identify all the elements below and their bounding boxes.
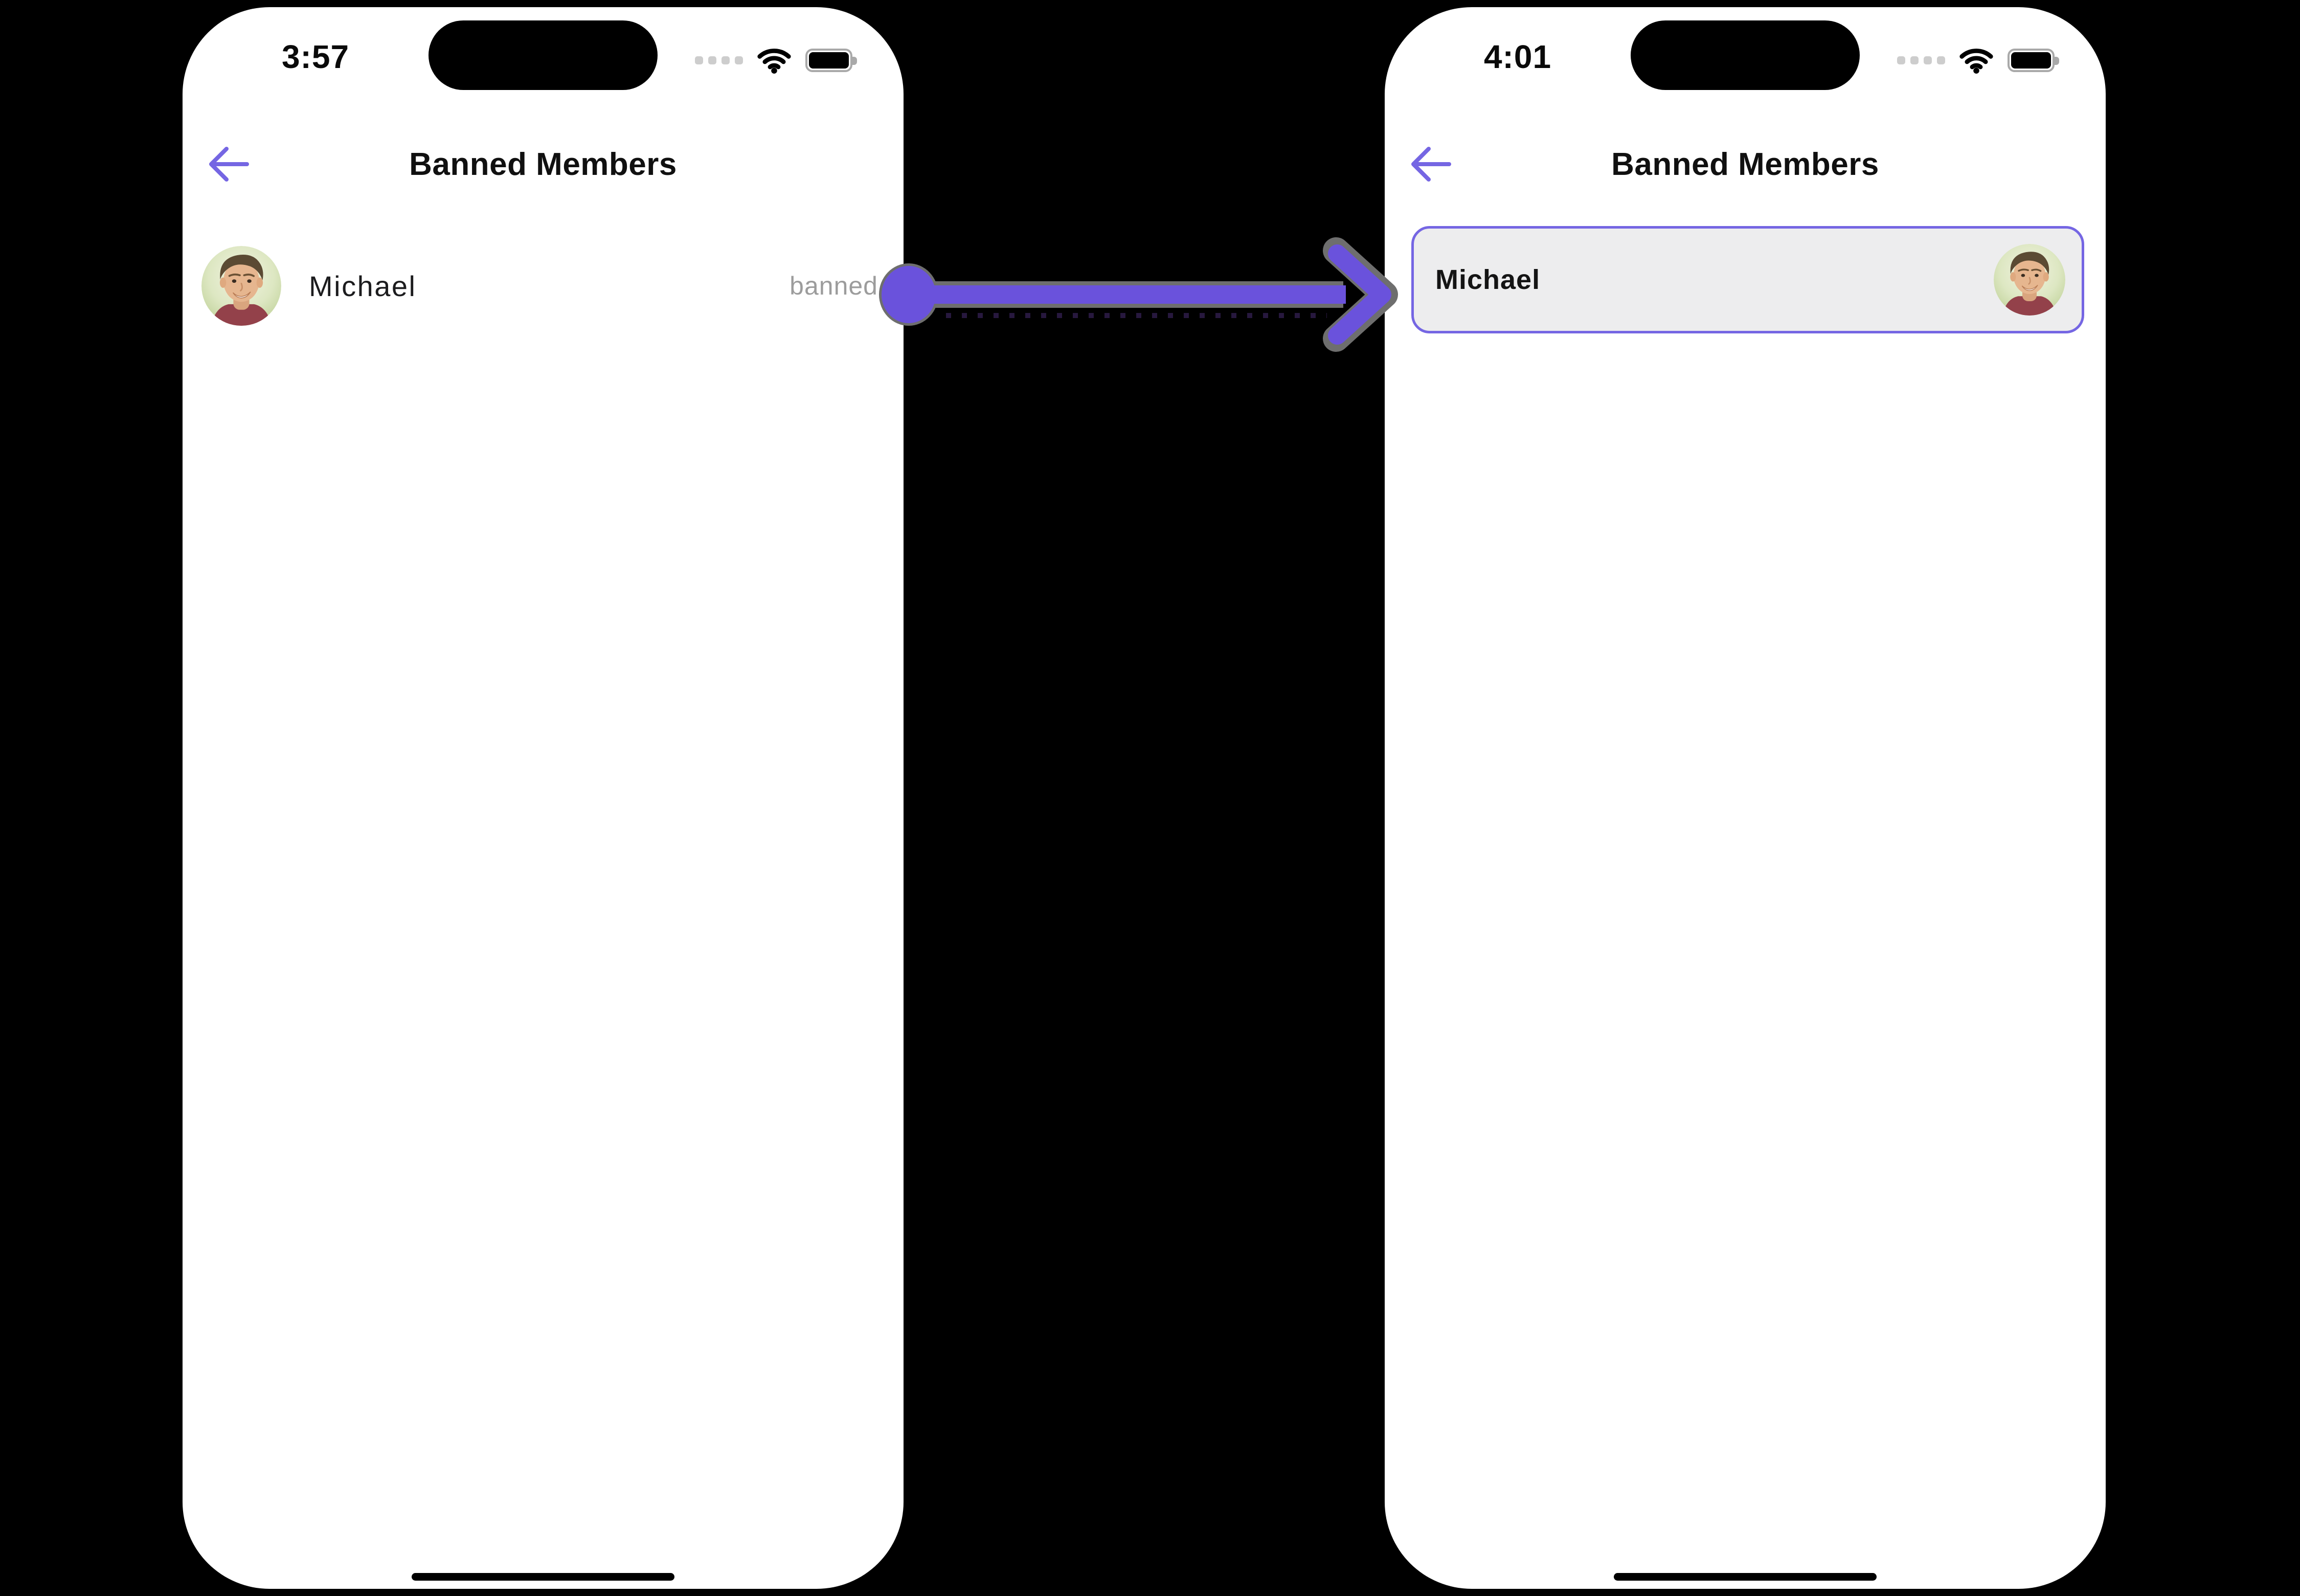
page-title: Banned Members bbox=[409, 146, 677, 182]
banned-member-card[interactable]: Michael bbox=[1411, 226, 2084, 333]
member-name: Michael bbox=[1435, 264, 1541, 295]
dynamic-island bbox=[429, 20, 658, 90]
wifi-icon bbox=[756, 47, 792, 74]
status-icons bbox=[1897, 47, 2059, 74]
status-icons bbox=[695, 47, 857, 74]
home-indicator bbox=[1614, 1573, 1877, 1581]
member-status-badge: banned bbox=[790, 272, 878, 300]
status-time: 3:57 bbox=[281, 38, 350, 75]
dynamic-island bbox=[1631, 20, 1860, 90]
battery-icon bbox=[2008, 49, 2059, 72]
transition-arrow-annotation bbox=[879, 237, 1398, 352]
home-indicator bbox=[412, 1573, 674, 1581]
phone-mockup-left: 3:57 Banned Members Michael banned bbox=[183, 7, 904, 1589]
status-time: 4:01 bbox=[1483, 38, 1552, 75]
nav-header: Banned Members bbox=[1385, 136, 2106, 192]
member-avatar bbox=[1994, 244, 2065, 316]
cellular-signal-icon bbox=[1897, 56, 1945, 64]
phone-mockup-right: 4:01 Banned Members Michael bbox=[1385, 7, 2106, 1589]
page-title: Banned Members bbox=[1611, 146, 1879, 182]
wifi-icon bbox=[1958, 47, 1994, 74]
cellular-signal-icon bbox=[695, 56, 743, 64]
battery-icon bbox=[805, 49, 857, 72]
member-name: Michael bbox=[309, 269, 417, 302]
banned-member-row[interactable]: Michael banned bbox=[183, 240, 904, 332]
member-avatar bbox=[201, 246, 281, 326]
nav-header: Banned Members bbox=[183, 136, 904, 192]
